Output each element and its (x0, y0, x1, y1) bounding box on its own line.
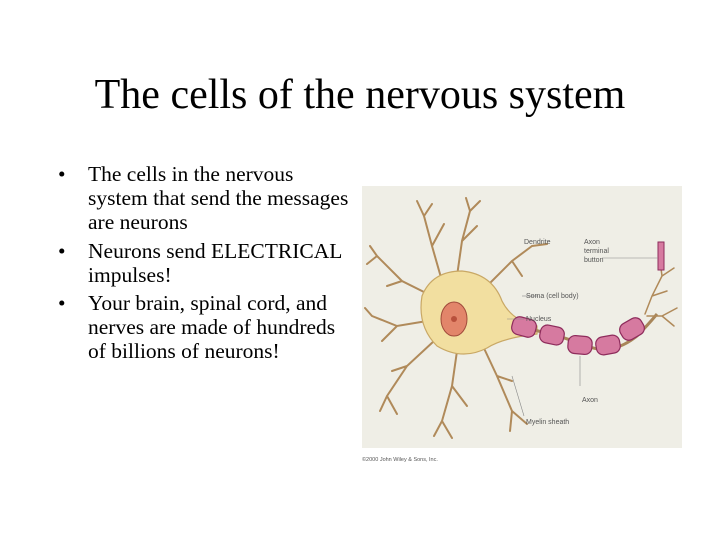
nucleolus (451, 316, 457, 322)
cell-body (420, 270, 538, 355)
neuron-figure: Dendrite Axon terminal button Soma (cell… (362, 186, 682, 448)
label-myelin-sheath: Myelin sheath (526, 419, 569, 426)
bullet-list: • The cells in the nervous system that se… (58, 162, 358, 368)
bullet-item: • Your brain, spinal cord, and nerves are… (58, 291, 358, 364)
figure-credit: ©2000 John Wiley & Sons, Inc. (362, 457, 438, 463)
bullet-icon: • (58, 238, 66, 263)
dendrites (364, 197, 548, 439)
label-axon: Axon (582, 397, 598, 404)
bullet-icon: • (58, 291, 66, 316)
terminal-button-shape (657, 241, 665, 271)
label-axon-terminal-2: terminal (584, 248, 609, 255)
bullet-icon: • (58, 162, 66, 186)
bullet-item: • Neurons send ELECTRICAL impulses! (58, 239, 358, 287)
bullet-text: Your brain, spinal cord, and nerves are … (88, 291, 336, 364)
bullet-text: Neurons send ELECTRICAL impulses! (88, 238, 342, 287)
label-nucleus: Nucleus (526, 316, 552, 323)
label-leaders (507, 257, 658, 417)
label-axon-terminal-1: Axon (584, 239, 600, 246)
label-dendrite: Dendrite (524, 239, 551, 246)
axon-terminals (644, 260, 678, 327)
label-axon-terminal-3: button (584, 257, 604, 264)
label-soma: Soma (cell body) (526, 293, 579, 300)
neuron-diagram: Dendrite Axon terminal button Soma (cell… (364, 197, 678, 439)
bullet-item: • The cells in the nervous system that se… (58, 162, 358, 235)
slide-title: The cells of the nervous system (94, 72, 626, 118)
bullet-text: The cells in the nervous system that sen… (88, 162, 349, 235)
myelin-sheath (511, 316, 645, 356)
